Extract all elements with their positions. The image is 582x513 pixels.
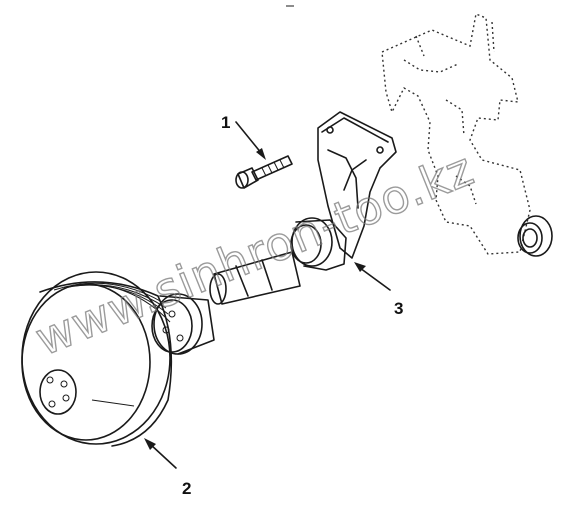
watermark: www.sinhron-too.kz: [28, 141, 481, 366]
callout-label-2: 2: [182, 479, 191, 498]
seal-ring: [517, 215, 553, 257]
engine-block: [381, 13, 531, 255]
bracket: [290, 111, 397, 271]
callout-label-1: 1: [221, 113, 230, 132]
shaft: [209, 251, 301, 305]
callout-arrow-2: [144, 438, 177, 469]
callout-arrow-1: [235, 121, 266, 160]
callout-arrow-3: [354, 262, 391, 291]
callout-label-3: 3: [394, 299, 403, 318]
bolt: [235, 155, 293, 189]
pulley: [21, 271, 173, 447]
